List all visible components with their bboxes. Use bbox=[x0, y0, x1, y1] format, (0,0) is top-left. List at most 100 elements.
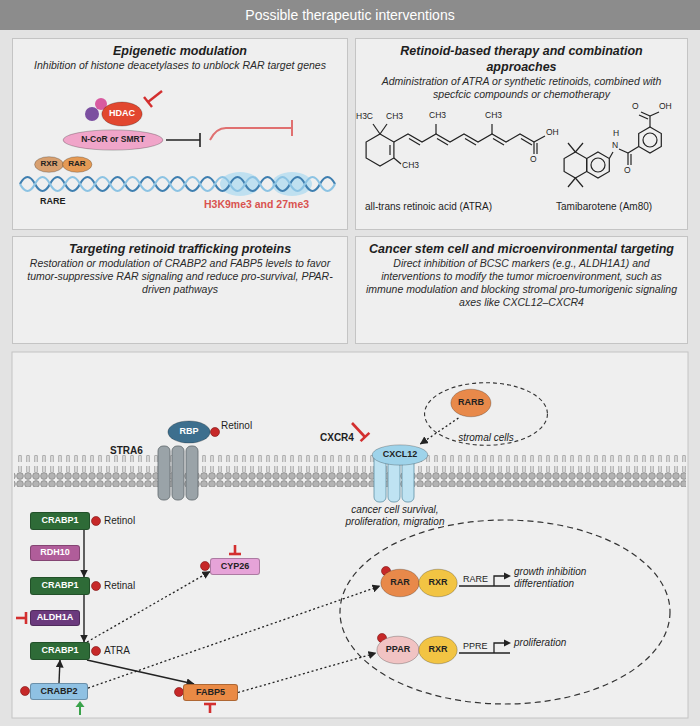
nucleus-outline bbox=[340, 520, 670, 704]
dotted-arrow bbox=[238, 653, 376, 693]
arrow-connector bbox=[83, 595, 84, 642]
text-label: proliferation bbox=[514, 637, 566, 649]
protein-name: ALDH1A bbox=[37, 613, 74, 623]
ellipse-shape bbox=[35, 157, 64, 173]
text-label: Retinal bbox=[104, 580, 135, 592]
protein-box: CRABP1 bbox=[30, 577, 90, 595]
protein-name: RBP bbox=[179, 427, 198, 437]
ellipse-shape bbox=[381, 569, 419, 597]
dna-helix bbox=[20, 172, 335, 196]
protein-name: CRABP2 bbox=[40, 687, 77, 697]
text-label: growth inhibition differentiation bbox=[514, 566, 614, 589]
protein-ellipse: CXCL12 bbox=[371, 444, 429, 466]
text-label: all-trans retinoic acid (ATRA) bbox=[365, 201, 492, 213]
protein-name: RARB bbox=[458, 398, 484, 408]
ellipse-shape bbox=[419, 569, 457, 597]
text-label: STRA6 bbox=[110, 445, 143, 457]
protein-name: CRABP1 bbox=[41, 646, 78, 656]
panel-body: Restoration or modulation of CRABP2 and … bbox=[21, 257, 339, 296]
protein-name: RAR bbox=[68, 160, 85, 169]
protein-ellipse: RAR bbox=[62, 156, 93, 173]
panel-heading: Epigenetic modulation bbox=[113, 43, 247, 59]
text-label: RARE bbox=[463, 574, 488, 584]
arrow-connector bbox=[87, 660, 194, 684]
stra6-receptor bbox=[158, 446, 198, 500]
protein-box: FABP5 bbox=[183, 684, 238, 701]
upregulation-arrow bbox=[76, 701, 85, 715]
text-label: O bbox=[632, 102, 639, 112]
protein-box: CRABP1 bbox=[30, 512, 90, 530]
text-label: H3K9me3 and 27me3 bbox=[204, 198, 309, 210]
protein-name: CRABP1 bbox=[41, 516, 78, 526]
text-label: ATRA bbox=[104, 645, 130, 657]
atra-structure bbox=[366, 124, 545, 166]
dotted-arrow bbox=[88, 586, 380, 688]
panel-ground bbox=[355, 38, 688, 230]
panel-ground bbox=[12, 236, 348, 344]
text-label: N bbox=[612, 141, 618, 151]
text-label: OH bbox=[546, 128, 559, 138]
arrow-connector bbox=[83, 530, 84, 577]
protein-name: HDAC bbox=[109, 109, 135, 119]
protein-name: CXCL12 bbox=[383, 450, 418, 460]
protein-ellipse: RARB bbox=[450, 388, 492, 418]
cell-membrane bbox=[14, 455, 686, 487]
ellipse-shape bbox=[62, 157, 91, 173]
text-label: Retinol bbox=[221, 420, 252, 432]
panel-heading: Retinoid-based therapy and combination a… bbox=[364, 43, 679, 75]
text-label: CH3 bbox=[429, 111, 446, 121]
retinoid-dots bbox=[21, 428, 391, 697]
text-label: O bbox=[530, 155, 537, 165]
text-label: cancer cell survival, proliferation, mig… bbox=[330, 504, 460, 527]
ellipse-shape bbox=[419, 636, 457, 664]
corepressor-subunit bbox=[85, 107, 99, 121]
panel-heading: Cancer stem cell and microenvironmental … bbox=[369, 241, 674, 257]
ellipse-shape bbox=[63, 130, 163, 150]
ellipse-shape bbox=[451, 389, 491, 417]
protein-ellipse: HDAC bbox=[101, 101, 143, 127]
text-label: CH3 bbox=[485, 111, 502, 121]
protein-name: FABP5 bbox=[196, 688, 225, 698]
text-label: H3C bbox=[356, 112, 373, 122]
inhibition-mark bbox=[144, 91, 162, 107]
arrow-connector bbox=[59, 660, 60, 683]
protein-ellipse: RXR bbox=[418, 568, 458, 598]
protein-box: ALDH1A bbox=[30, 610, 80, 626]
protein-name: RAR bbox=[390, 578, 410, 588]
text-label: CXCR4 bbox=[320, 432, 354, 444]
ellipse-shape bbox=[377, 636, 419, 664]
protein-box: CYP26 bbox=[210, 558, 260, 575]
protein-ellipse: PPAR bbox=[376, 635, 420, 665]
protein-name: RXR bbox=[41, 160, 58, 169]
intervention-panel: Targeting retinoid trafficking proteinsR… bbox=[12, 236, 348, 344]
intervention-panel: Cancer stem cell and microenvironmental … bbox=[355, 236, 688, 344]
text-label: RARE bbox=[40, 196, 66, 206]
panel-body: Inhibition of histone deacetylases to un… bbox=[34, 59, 326, 72]
ellipse-shape bbox=[425, 383, 548, 446]
protein-box: CRABP1 bbox=[30, 642, 90, 660]
text-label: OH bbox=[659, 102, 672, 112]
stromal-cell: stromal cells RARB bbox=[422, 380, 550, 448]
panel-ground bbox=[355, 236, 688, 344]
protein-name: PPAR bbox=[386, 645, 410, 655]
text-label: PPRE bbox=[463, 641, 488, 651]
promoter-lines bbox=[459, 576, 510, 653]
protein-name: CRABP1 bbox=[41, 581, 78, 591]
diagram-title: Possible therapeutic interventions bbox=[0, 0, 700, 30]
protein-box: RDH10 bbox=[30, 545, 80, 561]
ellipse-shape bbox=[372, 445, 428, 465]
transcription-arrow bbox=[504, 573, 511, 580]
ellipse-shape bbox=[168, 421, 210, 443]
protein-box: CRABP2 bbox=[30, 683, 88, 700]
protein-ellipse: RXR bbox=[34, 156, 64, 173]
protein-name: RXR bbox=[428, 578, 447, 588]
panel-body: Direct inhibition of BCSC markers (e.g.,… bbox=[364, 257, 679, 309]
ellipse-shape bbox=[102, 102, 142, 126]
panel-ground bbox=[12, 38, 348, 230]
protein-name: CYP26 bbox=[221, 562, 250, 572]
repression-mark bbox=[166, 133, 200, 147]
cell-label: stromal cells bbox=[458, 432, 514, 443]
tamibarotene-structure bbox=[564, 112, 661, 187]
text-label: Tamibarotene (Am80) bbox=[556, 201, 652, 213]
